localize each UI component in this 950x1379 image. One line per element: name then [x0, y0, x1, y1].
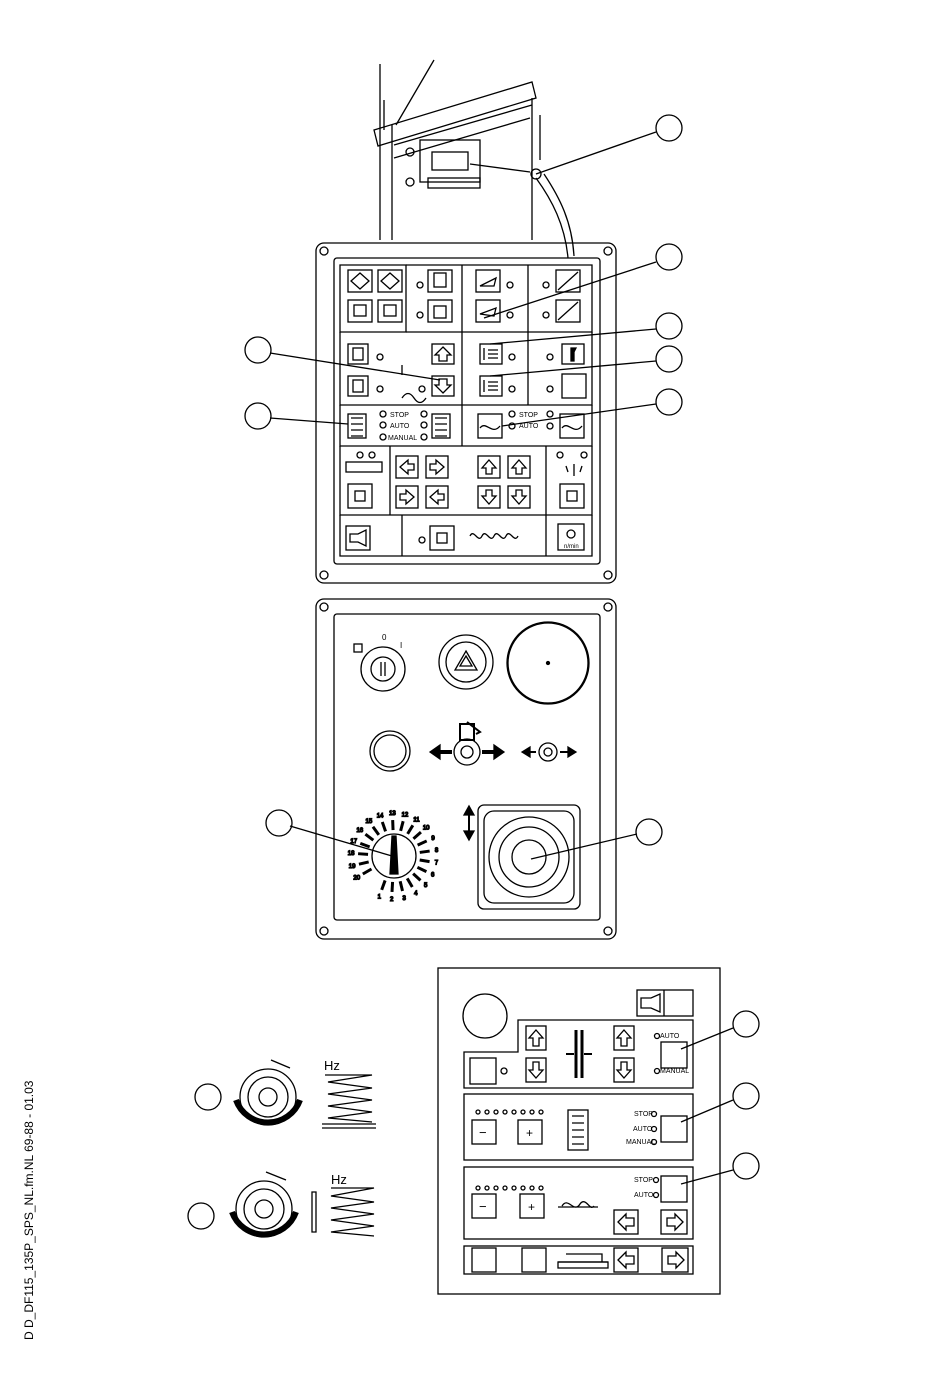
dial-tick-label: 14 — [377, 813, 384, 819]
dial-tick-label: 9 — [431, 836, 435, 842]
callout-circle — [245, 337, 271, 363]
indicator-led — [539, 1186, 543, 1190]
operation-panel — [316, 243, 616, 583]
indicator-led — [539, 1110, 543, 1114]
indicator-led — [485, 1110, 489, 1114]
callout-circle — [195, 1084, 221, 1110]
dial-tick-mark — [407, 878, 412, 887]
mode-label: AUTO — [633, 1126, 653, 1133]
mode-label: AUTO — [390, 423, 410, 430]
dial-tick-label: 20 — [353, 876, 360, 882]
document-reference: D D_DF115_135P_SPS_NL.fm.NL 69-88 - 01.0… — [22, 1081, 36, 1340]
key-position-label: 0 — [382, 633, 387, 642]
callout-circle — [733, 1153, 759, 1179]
dial-tick-mark — [401, 821, 404, 831]
control-panel — [316, 599, 616, 939]
callout-circle — [656, 313, 682, 339]
dial-tick-label: 1 — [378, 894, 382, 900]
dial-tick-mark — [408, 825, 413, 834]
dial-tick-mark — [373, 827, 379, 835]
dial-tick-label: 19 — [349, 864, 356, 870]
mode-label: AUTO — [634, 1192, 654, 1199]
dial-tick-mark — [358, 854, 368, 855]
dial-tick-mark — [365, 834, 373, 840]
mode-label: STOP — [519, 412, 538, 419]
dial-tick-label: 8 — [435, 848, 439, 854]
dial-tick-mark — [382, 880, 385, 889]
dial-tick-label: 10 — [423, 825, 430, 831]
mode-label: MANUAL — [626, 1139, 655, 1146]
dial-tick-mark — [413, 874, 420, 881]
dial-tick-mark — [360, 843, 369, 847]
callout-circle — [656, 389, 682, 415]
mode-label: MANUAL — [388, 435, 417, 442]
dial-tick-mark — [413, 832, 420, 839]
dial-tick-label: 12 — [402, 812, 409, 818]
callout-circle — [733, 1011, 759, 1037]
minus-button-label: − — [479, 1125, 487, 1140]
frequency-dial-bottom — [232, 1172, 374, 1237]
callout-circle — [656, 244, 682, 270]
key-position-label: I — [400, 641, 402, 650]
indicator-led — [476, 1110, 480, 1114]
callout-circle — [188, 1203, 214, 1229]
dial-tick-mark — [420, 851, 430, 852]
mode-label: MANUAL — [660, 1068, 689, 1075]
leader-line — [536, 132, 656, 174]
dial-tick-mark — [382, 822, 385, 831]
dial-tick-label: 16 — [356, 828, 363, 834]
indicator-led — [503, 1110, 507, 1114]
dial-tick-mark — [418, 841, 427, 845]
mode-label: STOP — [634, 1177, 653, 1184]
callout-circle — [733, 1083, 759, 1109]
dial-tick-mark — [400, 881, 402, 891]
mode-label: AUTO — [660, 1033, 680, 1040]
minus-button-label: − — [479, 1199, 487, 1214]
indicator-led — [530, 1186, 534, 1190]
hz-label: Hz — [324, 1058, 340, 1073]
indicator-led — [494, 1186, 498, 1190]
dial-tick-mark — [420, 860, 430, 862]
indicator-led — [494, 1110, 498, 1114]
plus-button-label: + — [526, 1126, 533, 1140]
indicator-led — [512, 1110, 516, 1114]
dial-tick-label: 4 — [414, 891, 418, 897]
indicator-led — [521, 1110, 525, 1114]
indicator-led — [530, 1110, 534, 1114]
indicator-led — [512, 1186, 516, 1190]
indicator-led — [476, 1186, 480, 1190]
indicator-led — [521, 1186, 525, 1190]
mode-label: AUTO — [519, 423, 539, 430]
callout-circle — [266, 810, 292, 836]
dial-tick-label: 3 — [403, 896, 407, 902]
plus-button-label: + — [528, 1200, 535, 1214]
dial-tick-label: 15 — [366, 819, 373, 825]
callout-circle — [656, 115, 682, 141]
dial-tick-mark — [363, 869, 372, 874]
mount-detail — [374, 60, 574, 258]
frequency-dial-top — [236, 1060, 376, 1128]
dial-tick-mark — [359, 862, 369, 864]
rpm-label: n/min — [564, 544, 579, 550]
dial-tick-label: 2 — [390, 897, 394, 903]
mode-label: STOP — [634, 1111, 653, 1118]
callout-circle — [636, 819, 662, 845]
callout-circle — [245, 403, 271, 429]
dial-tick-label: 13 — [389, 811, 396, 817]
dial-tick-label: 7 — [435, 861, 439, 867]
callout-circle — [656, 346, 682, 372]
hz-label: Hz — [331, 1172, 347, 1187]
mode-label: STOP — [390, 412, 409, 419]
dial-tick-label: 6 — [431, 873, 435, 879]
dial-tick-label: 11 — [413, 817, 420, 823]
indicator-led — [503, 1186, 507, 1190]
dial-tick-label: 5 — [424, 883, 428, 889]
indicator-led — [485, 1186, 489, 1190]
dial-tick-mark — [417, 867, 426, 871]
dial-tick-mark — [392, 882, 393, 892]
dial-tick-label: 18 — [348, 851, 355, 857]
